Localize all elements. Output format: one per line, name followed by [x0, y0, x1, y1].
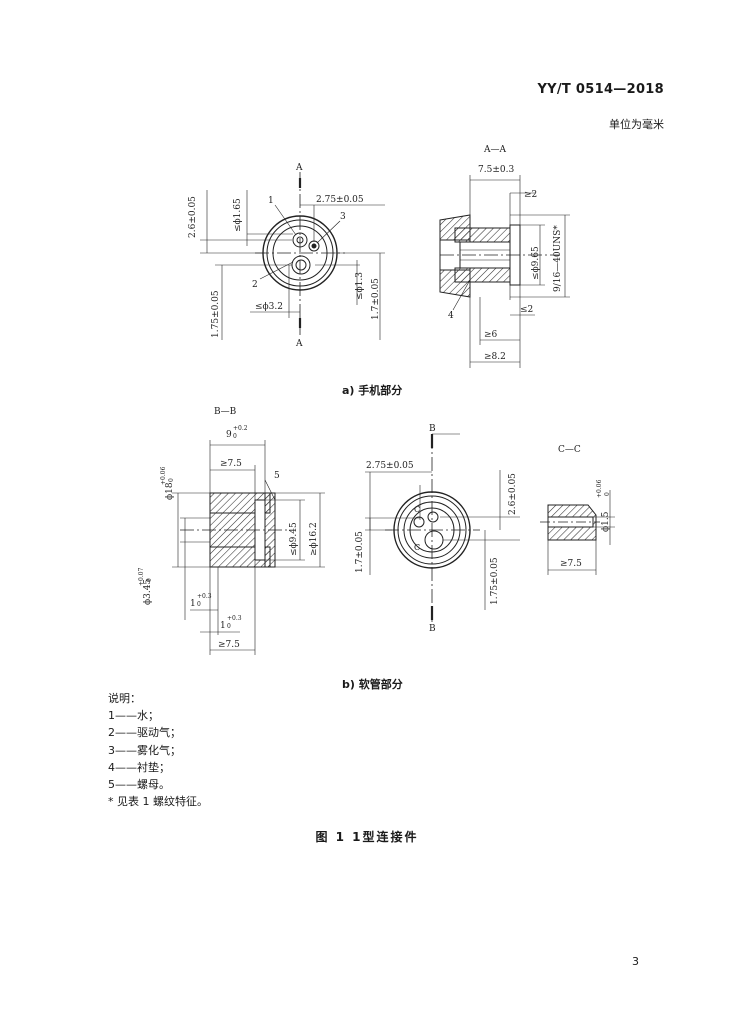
dim-1-a-tol0: 0 — [197, 601, 201, 608]
fig-b-cc-labels: C—C ϕ1.5 +0.06 0 ≥7.5 — [558, 445, 611, 569]
dim-1-b: 1 — [220, 621, 226, 631]
dim-1-b-tol: +0.3 — [227, 615, 242, 622]
page-number: 3 — [632, 955, 639, 968]
dim-m-1-7: 1.7±0.05 — [355, 531, 365, 573]
dim-ld-3-2: ≤ϕ3.2 — [255, 302, 283, 312]
dim-ge-2: ≥2 — [524, 190, 537, 200]
cut-label-c-2: C — [414, 543, 420, 552]
dim-ld-9-45: ≤ϕ9.45 — [289, 522, 299, 556]
legend-item-1: 1——水； — [108, 709, 159, 723]
legend-item-2: 2——驱动气； — [108, 726, 181, 740]
dim-c-ge-7-5: ≥7.5 — [560, 559, 582, 569]
callout-3: 3 — [340, 212, 346, 222]
dim-phi18-tol: +0.06 — [160, 466, 167, 485]
legend-item-5: 5——螺母。 — [108, 778, 170, 792]
fig-a-front-labels: A A 1 3 2 2.75±0.05 ≤ϕ3.2 2.6±0.05 ≤ϕ1.6… — [188, 163, 381, 349]
callout-1: 1 — [268, 196, 274, 206]
dim-ld-1-3: ≤ϕ1.3 — [355, 272, 365, 300]
dim-7-5: 7.5±0.3 — [478, 165, 514, 175]
caption-b: b) 软管部分 — [342, 678, 403, 691]
dim-phi3-45-tol: +0.07 — [138, 567, 145, 586]
dim-phi18-tol0: 0 — [168, 478, 175, 482]
fig-a-section-labels: A—A 7.5±0.3 ≥2 ≤2 ≥6 ≥8.2 4 ≤ϕ9.65 9/16—… — [448, 145, 563, 362]
dim-phi3-45: ϕ3.45 — [143, 579, 153, 605]
document-number: YY/T 0514—2018 — [537, 82, 664, 97]
dim-ge-7-5-bottom: ≥7.5 — [218, 640, 240, 650]
dim-9: 9 — [226, 430, 232, 440]
fig-a-section-aa — [439, 175, 570, 368]
cut-label-a-top: A — [295, 163, 303, 173]
dim-phi18: ϕ18 — [165, 482, 175, 500]
dim-1-b-tol0: 0 — [227, 623, 231, 630]
legend-item-4: 4——衬垫； — [108, 760, 170, 774]
dim-9-tol: +0.2 — [233, 425, 248, 432]
dim-ge-8-2: ≥8.2 — [484, 352, 506, 362]
figure-title: 图 1 1型连接件 — [315, 830, 419, 844]
callout-5: 5 — [274, 471, 280, 481]
dim-c-phi1-5-tol: +0.06 — [596, 479, 603, 498]
callout-4: 4 — [448, 311, 454, 321]
dim-1-a-tol: +0.3 — [197, 593, 212, 600]
dim-ge-6: ≥6 — [484, 330, 498, 340]
fig-b-front-labels: B B C C 2.75±0.05 2.6±0.05 1.7±0.05 1.75… — [355, 424, 518, 634]
cut-label-b-bottom: B — [429, 624, 436, 634]
dim-9-tol0: 0 — [233, 433, 237, 440]
fig-a-front-view — [200, 172, 385, 340]
callout-2: 2 — [252, 280, 258, 290]
caption-a: a) 手机部分 — [342, 384, 403, 397]
dim-m-1-75: 1.75±0.05 — [490, 557, 500, 605]
legend-title: 说明： — [108, 692, 141, 705]
legend-note: * 见表 1 螺纹特征。 — [108, 795, 208, 809]
fig-b-section-bb — [172, 440, 325, 655]
dim-phi3-45-tol0: 0 — [146, 578, 153, 582]
cut-label-b-top: B — [429, 424, 436, 434]
unit-note: 单位为毫米 — [609, 118, 664, 131]
dim-le-2: ≤2 — [520, 305, 533, 315]
section-label-cc: C—C — [558, 445, 581, 455]
section-label-bb: B—B — [214, 407, 237, 417]
dim-m-2-6: 2.6±0.05 — [508, 473, 518, 515]
dim-ge-16-2: ≥ϕ16.2 — [309, 522, 319, 556]
dim-ld-9-65: ≤ϕ9.65 — [531, 246, 541, 280]
fig-b-section-labels: B—B 9 +0.2 0 ≥7.5 5 ϕ18 +0.06 0 ϕ3.45 +0… — [138, 407, 319, 650]
dim-1-a: 1 — [190, 599, 196, 609]
dim-ld-1-65: ≤ϕ1.65 — [233, 198, 243, 232]
dim-2-75: 2.75±0.05 — [316, 195, 364, 205]
legend-item-3: 3——雾化气； — [108, 743, 181, 757]
dim-ge-7-5-top: ≥7.5 — [220, 459, 242, 469]
dim-thread: 9/16—40UNS* — [553, 225, 563, 292]
cut-label-a-bottom: A — [295, 339, 303, 349]
dim-1-75: 1.75±0.05 — [211, 290, 221, 338]
cut-label-c-1: C — [414, 505, 420, 514]
dim-c-phi1-5-tol0: 0 — [604, 492, 611, 496]
fig-b-section-cc — [540, 490, 615, 575]
dim-c-phi1-5: ϕ1.5 — [601, 511, 611, 532]
section-label-aa: A—A — [483, 145, 506, 155]
dim-1-7: 1.7±0.05 — [371, 278, 381, 320]
legend: 说明： 1——水； 2——驱动气； 3——雾化气； 4——衬垫； 5——螺母。 … — [108, 690, 208, 810]
fig-b-front-view — [365, 433, 520, 622]
dim-2-6: 2.6±0.05 — [188, 196, 198, 238]
dim-m-2-75: 2.75±0.05 — [366, 461, 414, 471]
